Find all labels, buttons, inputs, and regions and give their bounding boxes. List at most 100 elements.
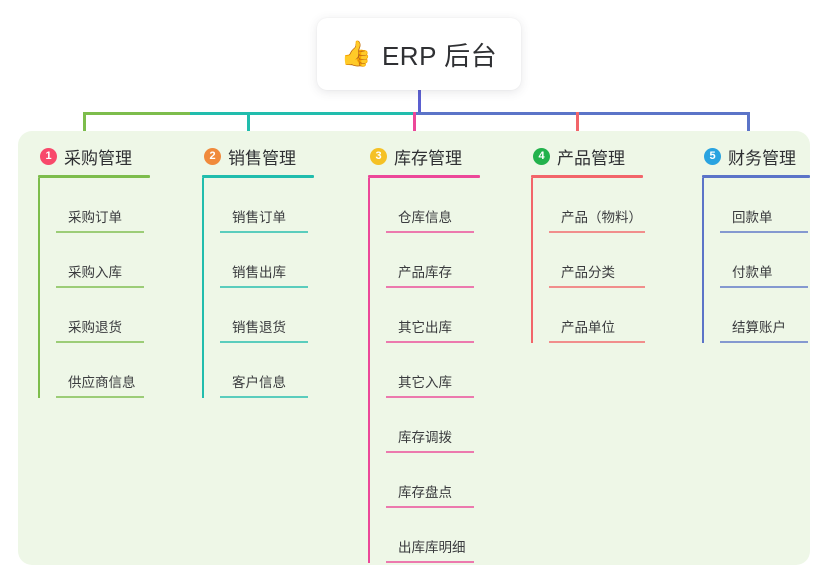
branch-item[interactable]: 销售出库 [220, 233, 314, 288]
branch-trunk-line [702, 178, 704, 343]
branch-trunk-line [38, 178, 40, 398]
branch-item[interactable]: 产品库存 [386, 233, 480, 288]
branch-item-underline [720, 286, 808, 288]
branch-item[interactable]: 产品分类 [549, 233, 645, 288]
branch-underline [368, 175, 480, 178]
branch-number-badge: 3 [370, 147, 387, 165]
branch-item[interactable]: 销售订单 [220, 178, 314, 233]
branch-item[interactable]: 库存盘点 [386, 453, 480, 508]
branch-item-label: 仓库信息 [398, 210, 452, 225]
branch-item-label: 供应商信息 [68, 375, 136, 390]
branch-item[interactable]: 出库库明细 [386, 508, 480, 563]
branch-item-underline [56, 341, 144, 343]
branch-header-3[interactable]: 3 库存管理 [368, 144, 480, 168]
branch-item[interactable]: 产品单位 [549, 288, 645, 343]
branch-items: 销售订单销售出库销售退货客户信息 [202, 178, 314, 398]
branch-item-label: 产品库存 [398, 265, 452, 280]
branch-item-underline [386, 451, 474, 453]
branch-item-label: 产品分类 [561, 265, 615, 280]
branch-item-label: 采购订单 [68, 210, 122, 225]
branch-items: 回款单付款单结算账户 [702, 178, 810, 343]
branch-item-label: 付款单 [732, 265, 773, 280]
branch-column-2: 2 销售管理销售订单销售出库销售退货客户信息 [202, 144, 314, 398]
branch-item-underline [56, 286, 144, 288]
branch-item-underline [386, 561, 474, 563]
branch-column-4: 4 产品管理产品（物料） 产品分类产品单位 [531, 144, 645, 343]
branch-item-underline [220, 231, 308, 233]
branch-item-underline [220, 396, 308, 398]
branch-underline [531, 175, 643, 178]
branch-trunk-line [202, 178, 204, 398]
branch-item[interactable]: 销售退货 [220, 288, 314, 343]
branch-item-underline [549, 341, 645, 343]
branch-item-label: 销售退货 [232, 320, 286, 335]
branch-column-5: 5 财务管理回款单付款单结算账户 [702, 144, 810, 343]
branch-title: 库存管理 [394, 148, 462, 168]
bus-segment-4 [416, 112, 750, 115]
branch-items: 仓库信息产品库存其它出库其它入库库存调拨库存盘点出库库明细 [368, 178, 480, 563]
branch-underline [702, 175, 810, 178]
branch-item[interactable]: 采购退货 [56, 288, 150, 343]
branch-item-label: 其它出库 [398, 320, 452, 335]
branch-item[interactable]: 付款单 [720, 233, 810, 288]
root-node-title: ERP 后台 [381, 40, 498, 71]
branch-number-badge: 4 [533, 147, 550, 165]
branch-header-2[interactable]: 2 销售管理 [202, 144, 314, 168]
branch-underline [38, 175, 150, 178]
branch-item-underline [386, 286, 474, 288]
branch-trunk-line [531, 178, 533, 343]
branch-item-underline [56, 231, 144, 233]
branch-item-underline [386, 231, 474, 233]
branch-item[interactable]: 采购入库 [56, 233, 150, 288]
branch-item[interactable]: 客户信息 [220, 343, 314, 398]
branch-header-5[interactable]: 5 财务管理 [702, 144, 810, 168]
branch-header-4[interactable]: 4 产品管理 [531, 144, 643, 168]
branch-item-label: 产品（物料） [561, 210, 642, 225]
branch-number-badge: 5 [704, 147, 721, 165]
bus-segment-1 [83, 112, 193, 115]
root-stem-line [418, 90, 421, 114]
branch-item-label: 采购退货 [68, 320, 122, 335]
branch-items: 采购订单采购入库采购退货供应商信息 [38, 178, 150, 398]
branch-item-label: 库存盘点 [398, 485, 452, 500]
thumbs-up-icon: 👍 [340, 39, 372, 68]
branch-item[interactable]: 结算账户 [720, 288, 810, 343]
branch-item[interactable]: 仓库信息 [386, 178, 480, 233]
branch-item-label: 库存调拨 [398, 430, 452, 445]
branch-item-label: 客户信息 [232, 375, 286, 390]
bus-segment-3 [357, 112, 419, 115]
branch-item[interactable]: 其它入库 [386, 343, 480, 398]
branch-title: 产品管理 [557, 148, 625, 168]
branch-number-badge: 1 [40, 147, 57, 165]
diagram-panel [18, 131, 810, 565]
branch-item-underline [220, 286, 308, 288]
branch-item-underline [386, 396, 474, 398]
branch-number-badge: 2 [204, 147, 221, 165]
branch-item[interactable]: 回款单 [720, 178, 810, 233]
branch-item[interactable]: 产品（物料） [549, 178, 645, 233]
branch-item[interactable]: 其它出库 [386, 288, 480, 343]
branch-item-underline [549, 286, 645, 288]
branch-item-underline [220, 341, 308, 343]
branch-title: 销售管理 [228, 148, 296, 168]
branch-item-label: 出库库明细 [398, 540, 466, 555]
branch-item-label: 其它入库 [398, 375, 452, 390]
branch-item-label: 销售出库 [232, 265, 286, 280]
bus-segment-2 [190, 112, 360, 115]
branch-item[interactable]: 库存调拨 [386, 398, 480, 453]
branch-column-3: 3 库存管理仓库信息产品库存其它出库其它入库库存调拨库存盘点出库库明细 [368, 144, 480, 563]
branch-item-underline [386, 506, 474, 508]
branch-item-underline [720, 341, 808, 343]
branch-item-underline [720, 231, 808, 233]
root-node-card[interactable]: 👍 ERP 后台 [317, 18, 521, 90]
branch-item-label: 销售订单 [232, 210, 286, 225]
branch-underline [202, 175, 314, 178]
branch-trunk-line [368, 178, 370, 563]
branch-item-label: 结算账户 [732, 320, 786, 335]
branch-item-label: 回款单 [732, 210, 773, 225]
branch-item[interactable]: 供应商信息 [56, 343, 150, 398]
branch-item[interactable]: 采购订单 [56, 178, 150, 233]
branch-title: 财务管理 [728, 148, 796, 168]
